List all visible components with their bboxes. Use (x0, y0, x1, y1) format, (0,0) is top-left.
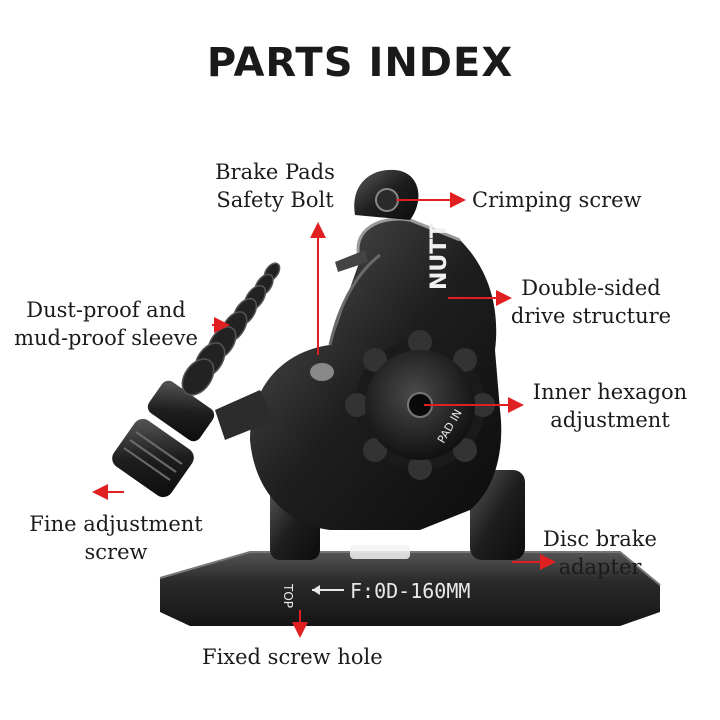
label-line: adapter (558, 555, 642, 579)
brand-mark: NUTT (427, 223, 452, 290)
label-line: Safety Bolt (216, 188, 334, 212)
label-fine-adjustment: Fine adjustment screw (18, 510, 214, 566)
base-marking: F:0D-160MM (350, 579, 470, 603)
lever-tab (335, 250, 368, 272)
label-brake-pads-safety-bolt: Brake Pads Safety Bolt (200, 158, 350, 214)
adjustment-knob: PAD IN (345, 330, 495, 480)
crimping-screw (335, 169, 419, 272)
label-fixed-screw-hole: Fixed screw hole (202, 645, 383, 669)
label-crimping-screw: Crimping screw (472, 188, 642, 212)
label-line: Dust-proof and (26, 298, 186, 322)
base-small-marking: TOP (281, 583, 295, 608)
label-double-sided: Double-sided drive structure (500, 274, 682, 330)
label-line: screw (84, 540, 148, 564)
bolt-head (310, 363, 334, 381)
annotation-arrows (92, 192, 556, 638)
label-inner-hexagon: Inner hexagon adjustment (520, 378, 700, 434)
label-line: mud-proof sleeve (14, 326, 198, 350)
label-line: adjustment (550, 408, 670, 432)
label-line: Inner hexagon (532, 380, 688, 404)
label-line: Fine adjustment (29, 512, 203, 536)
label-line: drive structure (510, 304, 672, 328)
label-line: Double-sided (521, 276, 661, 300)
label-dust-proof: Dust-proof and mud-proof sleeve (6, 296, 206, 352)
mounting-plate: F:0D-160MM TOP (159, 551, 661, 626)
label-disc-brake-adapter: Disc brake adapter (532, 525, 668, 581)
label-line: Brake Pads (215, 160, 335, 184)
page-title: PARTS INDEX (206, 40, 514, 86)
slot (350, 545, 410, 559)
dust-sleeve (181, 262, 281, 396)
cable-adjuster (112, 380, 275, 498)
label-line: Disc brake (543, 527, 657, 551)
